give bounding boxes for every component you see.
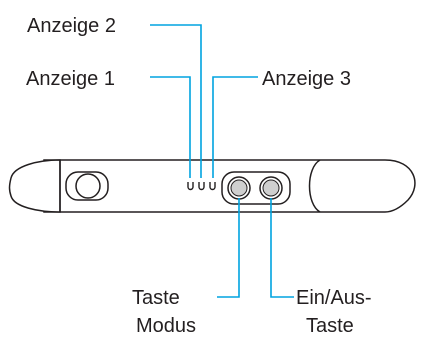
callout-line-indicator-2 <box>150 24 202 178</box>
label-power-button-line2: Taste <box>306 315 354 337</box>
callout-lines <box>150 24 294 298</box>
indicator-led-3 <box>209 182 216 191</box>
device-end-cap <box>8 159 61 213</box>
indicator-led-1 <box>187 182 194 191</box>
mode-button <box>227 176 251 200</box>
callout-line-indicator-1 <box>150 76 191 178</box>
indicator-led-2 <box>198 182 205 191</box>
device <box>8 159 416 213</box>
label-mode-button-line1: Taste <box>132 287 180 309</box>
callout-line-indicator-3 <box>212 76 258 178</box>
label-mode-button-line2: Modus <box>136 315 196 337</box>
label-indicator-1: Anzeige 1 <box>26 68 115 90</box>
power-button <box>259 176 283 200</box>
callout-line-mode-button <box>217 198 240 298</box>
ring-seam <box>308 159 321 213</box>
label-power-button-line1: Ein/Aus- <box>296 287 372 309</box>
slide-switch <box>65 171 109 201</box>
label-indicator-3: Anzeige 3 <box>262 68 351 90</box>
callout-line-power-button <box>270 198 294 298</box>
label-indicator-2: Anzeige 2 <box>27 15 116 37</box>
labels: Anzeige 2 Anzeige 1 Anzeige 3 Taste Modu… <box>26 15 372 337</box>
